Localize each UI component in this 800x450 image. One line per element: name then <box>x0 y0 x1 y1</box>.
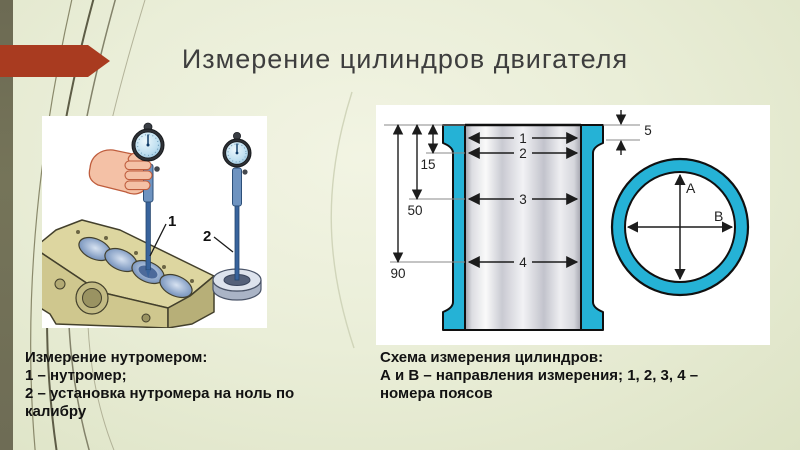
callout-1: 1 <box>149 213 176 257</box>
left-edge-bar <box>0 0 13 450</box>
belt-numbers: 1 2 3 4 <box>519 131 527 270</box>
caption-left-line2: 2 – установка нутромера на ноль по <box>25 385 295 402</box>
caption-left: Измерение нутромером: 1 – нутромер; 2 – … <box>25 349 360 421</box>
svg-text:50: 50 <box>407 203 422 218</box>
dimension-50: 50 <box>407 123 423 218</box>
figure-cylinder-schematic: 15 50 90 5 <box>376 105 770 345</box>
dimension-90: 90 <box>390 123 406 281</box>
caption-left-heading: Измерение нутромером: <box>25 349 208 366</box>
cylinder-liner <box>442 123 604 331</box>
dimension-5: 5 <box>615 110 652 155</box>
svg-text:3: 3 <box>519 192 527 207</box>
bore-gauge-illustration: 1 2 <box>33 122 262 329</box>
direction-b-label: В <box>714 208 723 224</box>
svg-text:1: 1 <box>519 131 527 146</box>
caption-left-line3: калибру <box>25 403 87 420</box>
belt-arrows <box>467 132 579 268</box>
gauge2-label: 2 <box>203 228 211 245</box>
caption-right-line2: номера поясов <box>380 385 493 402</box>
cylinder-top-view: А В <box>610 157 750 297</box>
dimension-15: 15 <box>420 123 439 172</box>
dial-gauge-1-dial <box>131 122 165 162</box>
direction-a-label: А <box>686 180 696 196</box>
engine-block <box>33 219 215 329</box>
gauge1-label: 1 <box>168 213 176 230</box>
svg-text:5: 5 <box>644 123 652 138</box>
title-accent-arrow <box>0 45 110 77</box>
figure-bore-gauge: 1 2 <box>33 116 267 329</box>
callout-2: 2 <box>203 228 234 253</box>
svg-text:15: 15 <box>420 157 435 172</box>
caption-right: Схема измерения цилиндров: А и В – напра… <box>380 349 775 403</box>
caption-right-line1: А и В – направления измерения; 1, 2, 3, … <box>380 367 699 384</box>
svg-text:90: 90 <box>390 266 405 281</box>
caption-right-heading: Схема измерения цилиндров: <box>380 349 604 366</box>
gripping-fingers <box>124 160 153 191</box>
svg-text:2: 2 <box>519 146 527 161</box>
svg-text:4: 4 <box>519 255 527 270</box>
cylinder-schematic: 15 50 90 5 <box>384 110 750 331</box>
dial-gauge-2 <box>222 131 252 281</box>
caption-left-line1: 1 – нутромер; <box>25 367 127 384</box>
slide-title: Измерение цилиндров двигателя <box>181 44 629 74</box>
